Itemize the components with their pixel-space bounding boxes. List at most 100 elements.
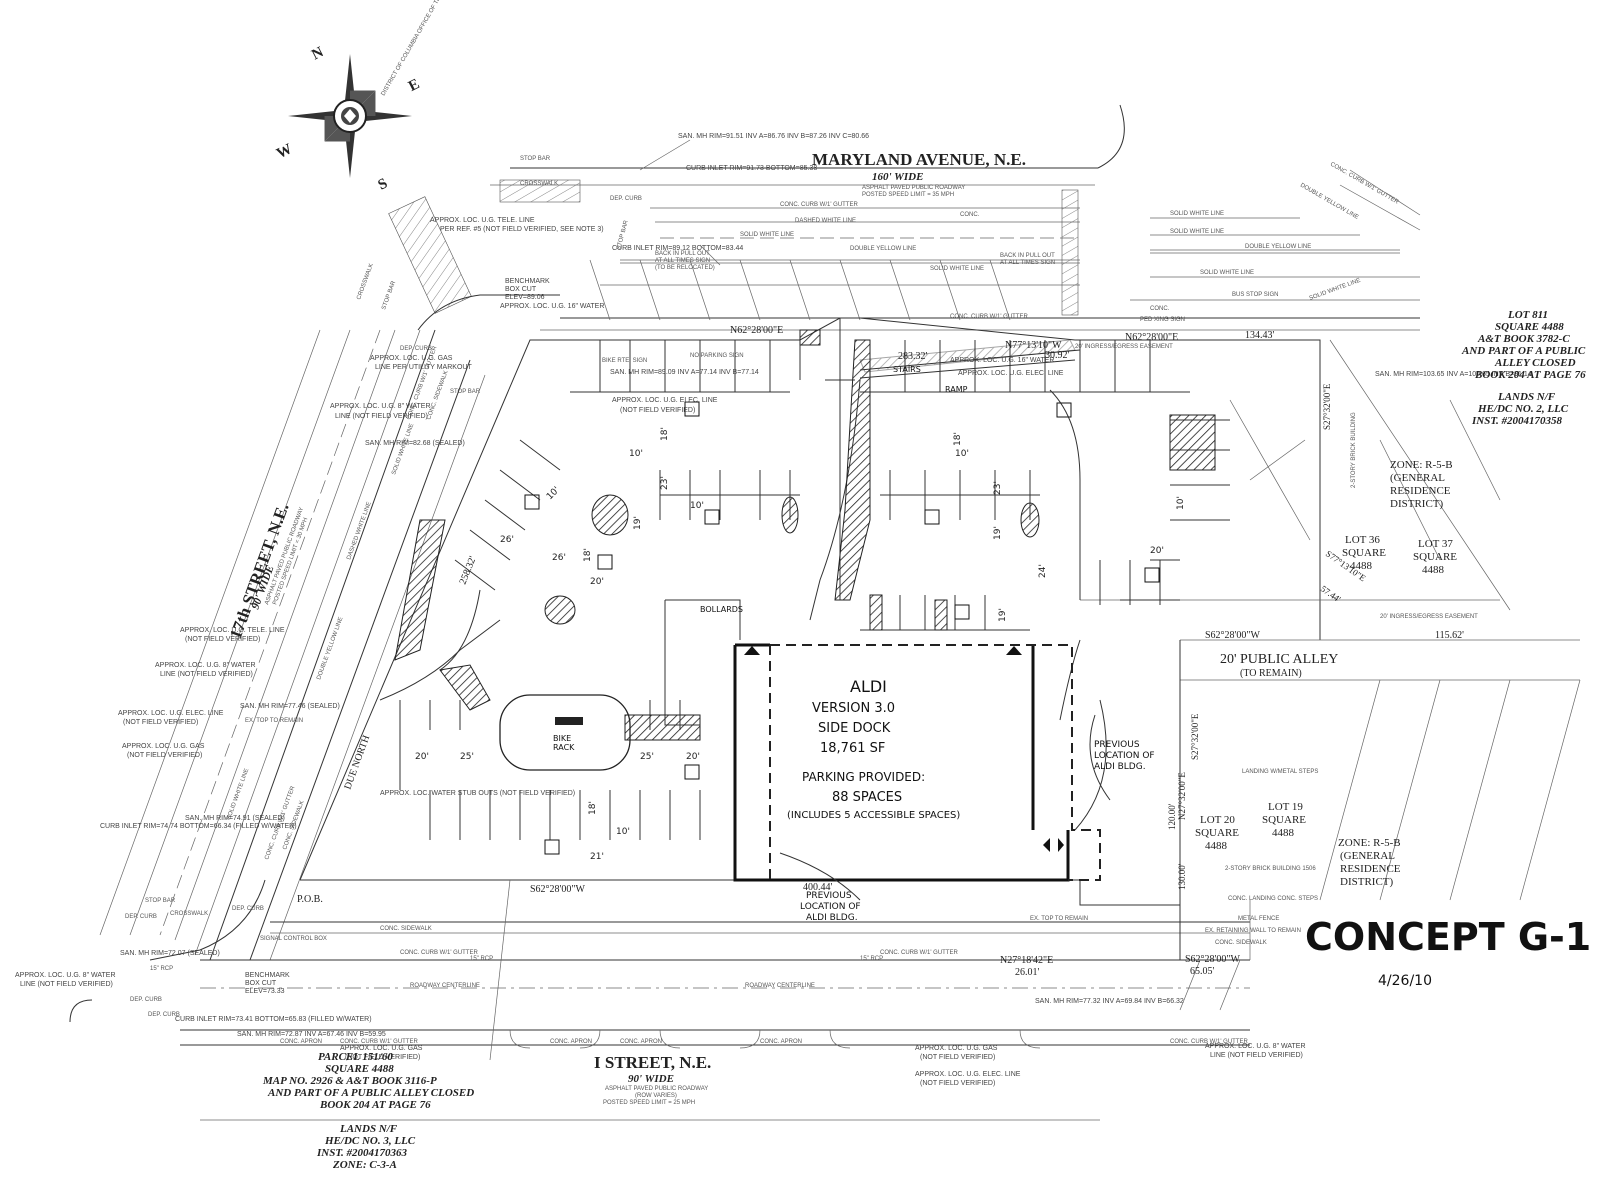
- road-label-bus-stop: BUS STOP SIGN: [1232, 292, 1278, 298]
- zone1-line3: RESIDENCE: [1390, 485, 1451, 497]
- lot811-line6: BOOK 204 AT PAGE 76: [1474, 369, 1586, 381]
- alley-name: 20' PUBLIC ALLEY: [1220, 652, 1338, 667]
- bearing-14: 130.00': [1177, 863, 1187, 890]
- road-label-roadway-cl-1: ROADWAY CENTERLINE: [410, 983, 480, 989]
- dim-10d: 10': [1176, 496, 1186, 510]
- dim-19a: 19': [633, 516, 643, 530]
- dim-21: 21': [590, 852, 604, 862]
- util-benchmark-4c: ELEV=73.33: [245, 988, 285, 995]
- stairs-ramp: [859, 349, 1081, 379]
- aldi-version: VERSION 3.0: [812, 701, 895, 716]
- lot811-line3: A&T BOOK 3782-C: [1477, 333, 1570, 345]
- bearing-9: S62°28'00"W: [1185, 954, 1240, 965]
- util-sanmh-2: SAN. MH RIM=89.09 INV A=77.14 INV B=77.1…: [610, 369, 759, 376]
- bearing-13: N27°32'00"E: [1177, 772, 1187, 820]
- parking-provided-label: PARKING PROVIDED:: [802, 770, 925, 784]
- aldi-label: ALDI: [850, 677, 887, 696]
- signal-control-box: SIGNAL CONTROL BOX: [260, 936, 327, 942]
- dim-10a: 10': [629, 449, 643, 459]
- util-sanmh-5: SAN. MH RIM=74.91 (SEALED): [185, 815, 285, 822]
- zone1-line2: (GENERAL: [1390, 472, 1445, 484]
- ex-top-remain-2: EX. TOP TO REMAIN: [245, 718, 303, 724]
- dim-25a: 25': [460, 752, 474, 762]
- maryland-avenue-speed: POSTED SPEED LIMIT = 35 MPH: [862, 192, 954, 198]
- zone2-line2: (GENERAL: [1340, 850, 1395, 862]
- dim-19c: 19': [998, 608, 1008, 622]
- parking-lot: [379, 318, 1230, 840]
- rcp-1: 15" RCP: [470, 956, 493, 962]
- bearing-6-dist: 400.44': [803, 882, 833, 893]
- road-label-curb-gutter-ne: CONC. CURB W/1' GUTTER: [1329, 162, 1400, 206]
- road-label-solid-white-e1: SOLID WHITE LINE: [1170, 211, 1224, 217]
- due-north-label: DUE NORTH: [342, 734, 372, 791]
- road-label-conc-sidewalk-17: CONC. SIDEWALK: [426, 370, 449, 421]
- util-tele-line: APPROX. LOC. U.G. TELE. LINE: [430, 217, 535, 224]
- util-benchmark-2: BOX CUT: [505, 286, 537, 293]
- bearing-2: N62°28'00"E: [1125, 332, 1178, 343]
- util-sanmh-1: SAN. MH RIM=91.51 INV A=86.76 INV B=87.2…: [678, 133, 869, 140]
- dim-18a: 18': [660, 427, 670, 441]
- road-label-conc-apron-4: CONC. APRON: [280, 1039, 322, 1045]
- dim-26a: 26': [500, 535, 514, 545]
- util-benchmark-4a: BENCHMARK: [245, 972, 290, 979]
- dep-curb-1: DEP. CURB: [232, 906, 264, 912]
- i-street-speed: POSTED SPEED LIMIT = 25 MPH: [603, 1100, 695, 1106]
- crosswalk-17: CROSSWALK: [356, 263, 375, 301]
- dim-19b: 19': [993, 526, 1003, 540]
- dim-10c: 10': [955, 449, 969, 459]
- util-curb-inlet-2: CURB INLET RIM=89.12 BOTTOM=83.44: [612, 245, 743, 252]
- back-in-sign-2a: BACK IN PULL OUT: [1000, 253, 1055, 259]
- util-benchmark-1: BENCHMARK: [505, 278, 550, 285]
- util-gas-2: LINE PER UTILITY MARKOUT: [375, 364, 472, 371]
- lands-he3-line4: ZONE: C-3-A: [332, 1159, 397, 1171]
- dim-26b: 26': [552, 553, 566, 563]
- road-label-curb-gutter-i3: CONC. CURB W/1' GUTTER: [340, 1039, 418, 1045]
- crosswalk-17b: CROSSWALK: [170, 911, 208, 917]
- lot811-line2: SQUARE 4488: [1495, 321, 1564, 333]
- util-curb-inlet-4: CURB INLET RIM=73.41 BOTTOM=65.83 (FILLE…: [175, 1016, 372, 1023]
- util-water-3: APPROX. LOC. U.G. 8" WATER: [155, 662, 256, 669]
- road-label-conc-apron-3: CONC. APRON: [760, 1039, 802, 1045]
- dim-23a: 23': [660, 476, 670, 490]
- util-benchmark-4b: BOX CUT: [245, 980, 277, 987]
- zone2-line4: DISTRICT): [1340, 876, 1394, 888]
- bearing-15: S27°32'00"E: [1190, 713, 1200, 760]
- lot36-line3: 4488: [1350, 560, 1373, 572]
- ramp-label: RAMP: [945, 385, 968, 394]
- road-label-curb-gutter-i2: CONC. CURB W/1' GUTTER: [880, 950, 958, 956]
- parking-spaces: 88 SPACES: [832, 790, 902, 805]
- util-gas-4b: (NOT FIELD VERIFIED): [345, 1054, 420, 1061]
- road-label-dashed-white-md: DASHED WHITE LINE: [795, 218, 856, 224]
- util-sanmh-9: SAN. MH RIM=103.65 INV A=100.65 INV B=91…: [1375, 371, 1532, 378]
- bollards-label: BOLLARDS: [700, 605, 743, 614]
- maryland-avenue-width: 160' WIDE: [872, 171, 923, 183]
- road-label-double-yellow-17: DOUBLE YELLOW LINE: [316, 616, 344, 680]
- bearing-3-dist: 30.92': [1045, 350, 1070, 361]
- stairs-label: STAIRS: [893, 365, 921, 374]
- util-elec-1: APPROX. LOC. U.G. ELEC. LINE: [612, 397, 718, 404]
- lot811-line4: AND PART OF A PUBLIC: [1461, 345, 1586, 357]
- util-curb-inlet-1: CURB INLET RIM=91.73 BOTTOM=85.38: [686, 165, 817, 172]
- dim-20d: 20': [686, 752, 700, 762]
- ex-top-remain-1: EX. TOP TO REMAIN: [1030, 916, 1088, 922]
- road-label-solid-white-md: SOLID WHITE LINE: [740, 232, 794, 238]
- dep-curb-4: DEP. CURB: [125, 914, 157, 920]
- dim-24: 24': [1038, 564, 1048, 578]
- util-gas-5b: (NOT FIELD VERIFIED): [920, 1054, 995, 1061]
- util-water-3b: LINE (NOT FIELD VERIFIED): [160, 671, 253, 678]
- bearing-5: 134.43': [1245, 330, 1275, 341]
- util-water-1: APPROX. LOC. U.G. 8" WATER: [330, 403, 431, 410]
- i-street-desc: ASPHALT PAVED PUBLIC ROADWAY: [605, 1086, 708, 1092]
- road-label-curb-gutter-md: CONC. CURB W/1' GUTTER: [780, 202, 858, 208]
- bearing-8-dist: 26.01': [1015, 967, 1040, 978]
- bearing-4: 283.32': [898, 351, 928, 362]
- i-street: [69, 921, 1250, 1121]
- util-stub: APPROX. LOC. WATER STUB OUTS (NOT FIELD …: [380, 790, 575, 797]
- road-label-double-yellow-ne: DOUBLE YELLOW LINE: [1299, 183, 1359, 221]
- road-label-conc-e: CONC.: [1150, 306, 1170, 312]
- dim-20a: 20': [590, 577, 604, 587]
- ingress-easement-1: 20' INGRESS/EGRESS EASEMENT: [1075, 344, 1173, 350]
- seventeenth-street: [99, 294, 560, 961]
- bearing-12: S27°32'00"E: [1322, 383, 1332, 430]
